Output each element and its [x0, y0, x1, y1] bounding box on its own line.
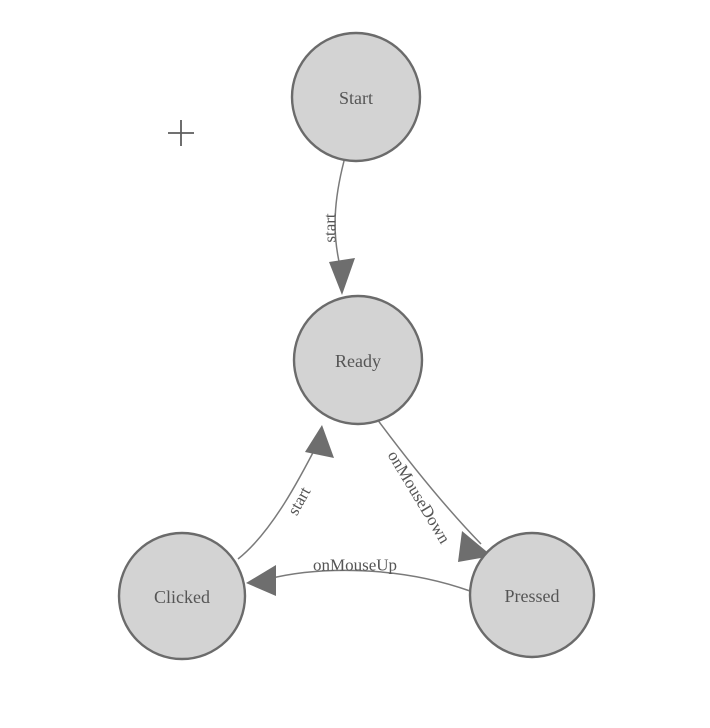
edge-start-to-ready[interactable]: start [321, 160, 356, 295]
edge-path-pressed-to-clicked[interactable] [267, 569, 471, 592]
node-clicked[interactable]: Clicked [117, 531, 247, 661]
node-pressed-circle[interactable] [468, 531, 596, 659]
arrowhead-start-to-ready [329, 258, 355, 295]
arrowhead-pressed-to-clicked [246, 565, 276, 596]
edge-path-clicked-to-ready[interactable] [237, 440, 320, 560]
node-start[interactable]: Start [290, 31, 422, 163]
node-clicked-circle[interactable] [117, 531, 247, 661]
edge-label-ready-to-pressed: onMouseDown [384, 447, 455, 547]
edge-clicked-to-ready[interactable]: start [237, 425, 334, 560]
plus-marker-icon [168, 120, 194, 146]
edge-label-clicked-to-ready: start [284, 483, 315, 518]
node-ready-circle[interactable] [292, 294, 424, 426]
edge-pressed-to-clicked[interactable]: onMouseUp [246, 556, 471, 597]
arrowhead-ready-to-pressed [458, 531, 492, 562]
arrowhead-clicked-to-ready [305, 425, 334, 458]
edge-label-start-to-ready: start [321, 213, 340, 243]
edge-ready-to-pressed[interactable]: onMouseDown [376, 418, 492, 562]
node-pressed[interactable]: Pressed [468, 531, 596, 659]
edge-path-ready-to-pressed[interactable] [376, 418, 482, 545]
node-ready[interactable]: Ready [292, 294, 424, 426]
node-start-circle[interactable] [290, 31, 422, 163]
edge-path-start-to-ready[interactable] [334, 160, 345, 267]
